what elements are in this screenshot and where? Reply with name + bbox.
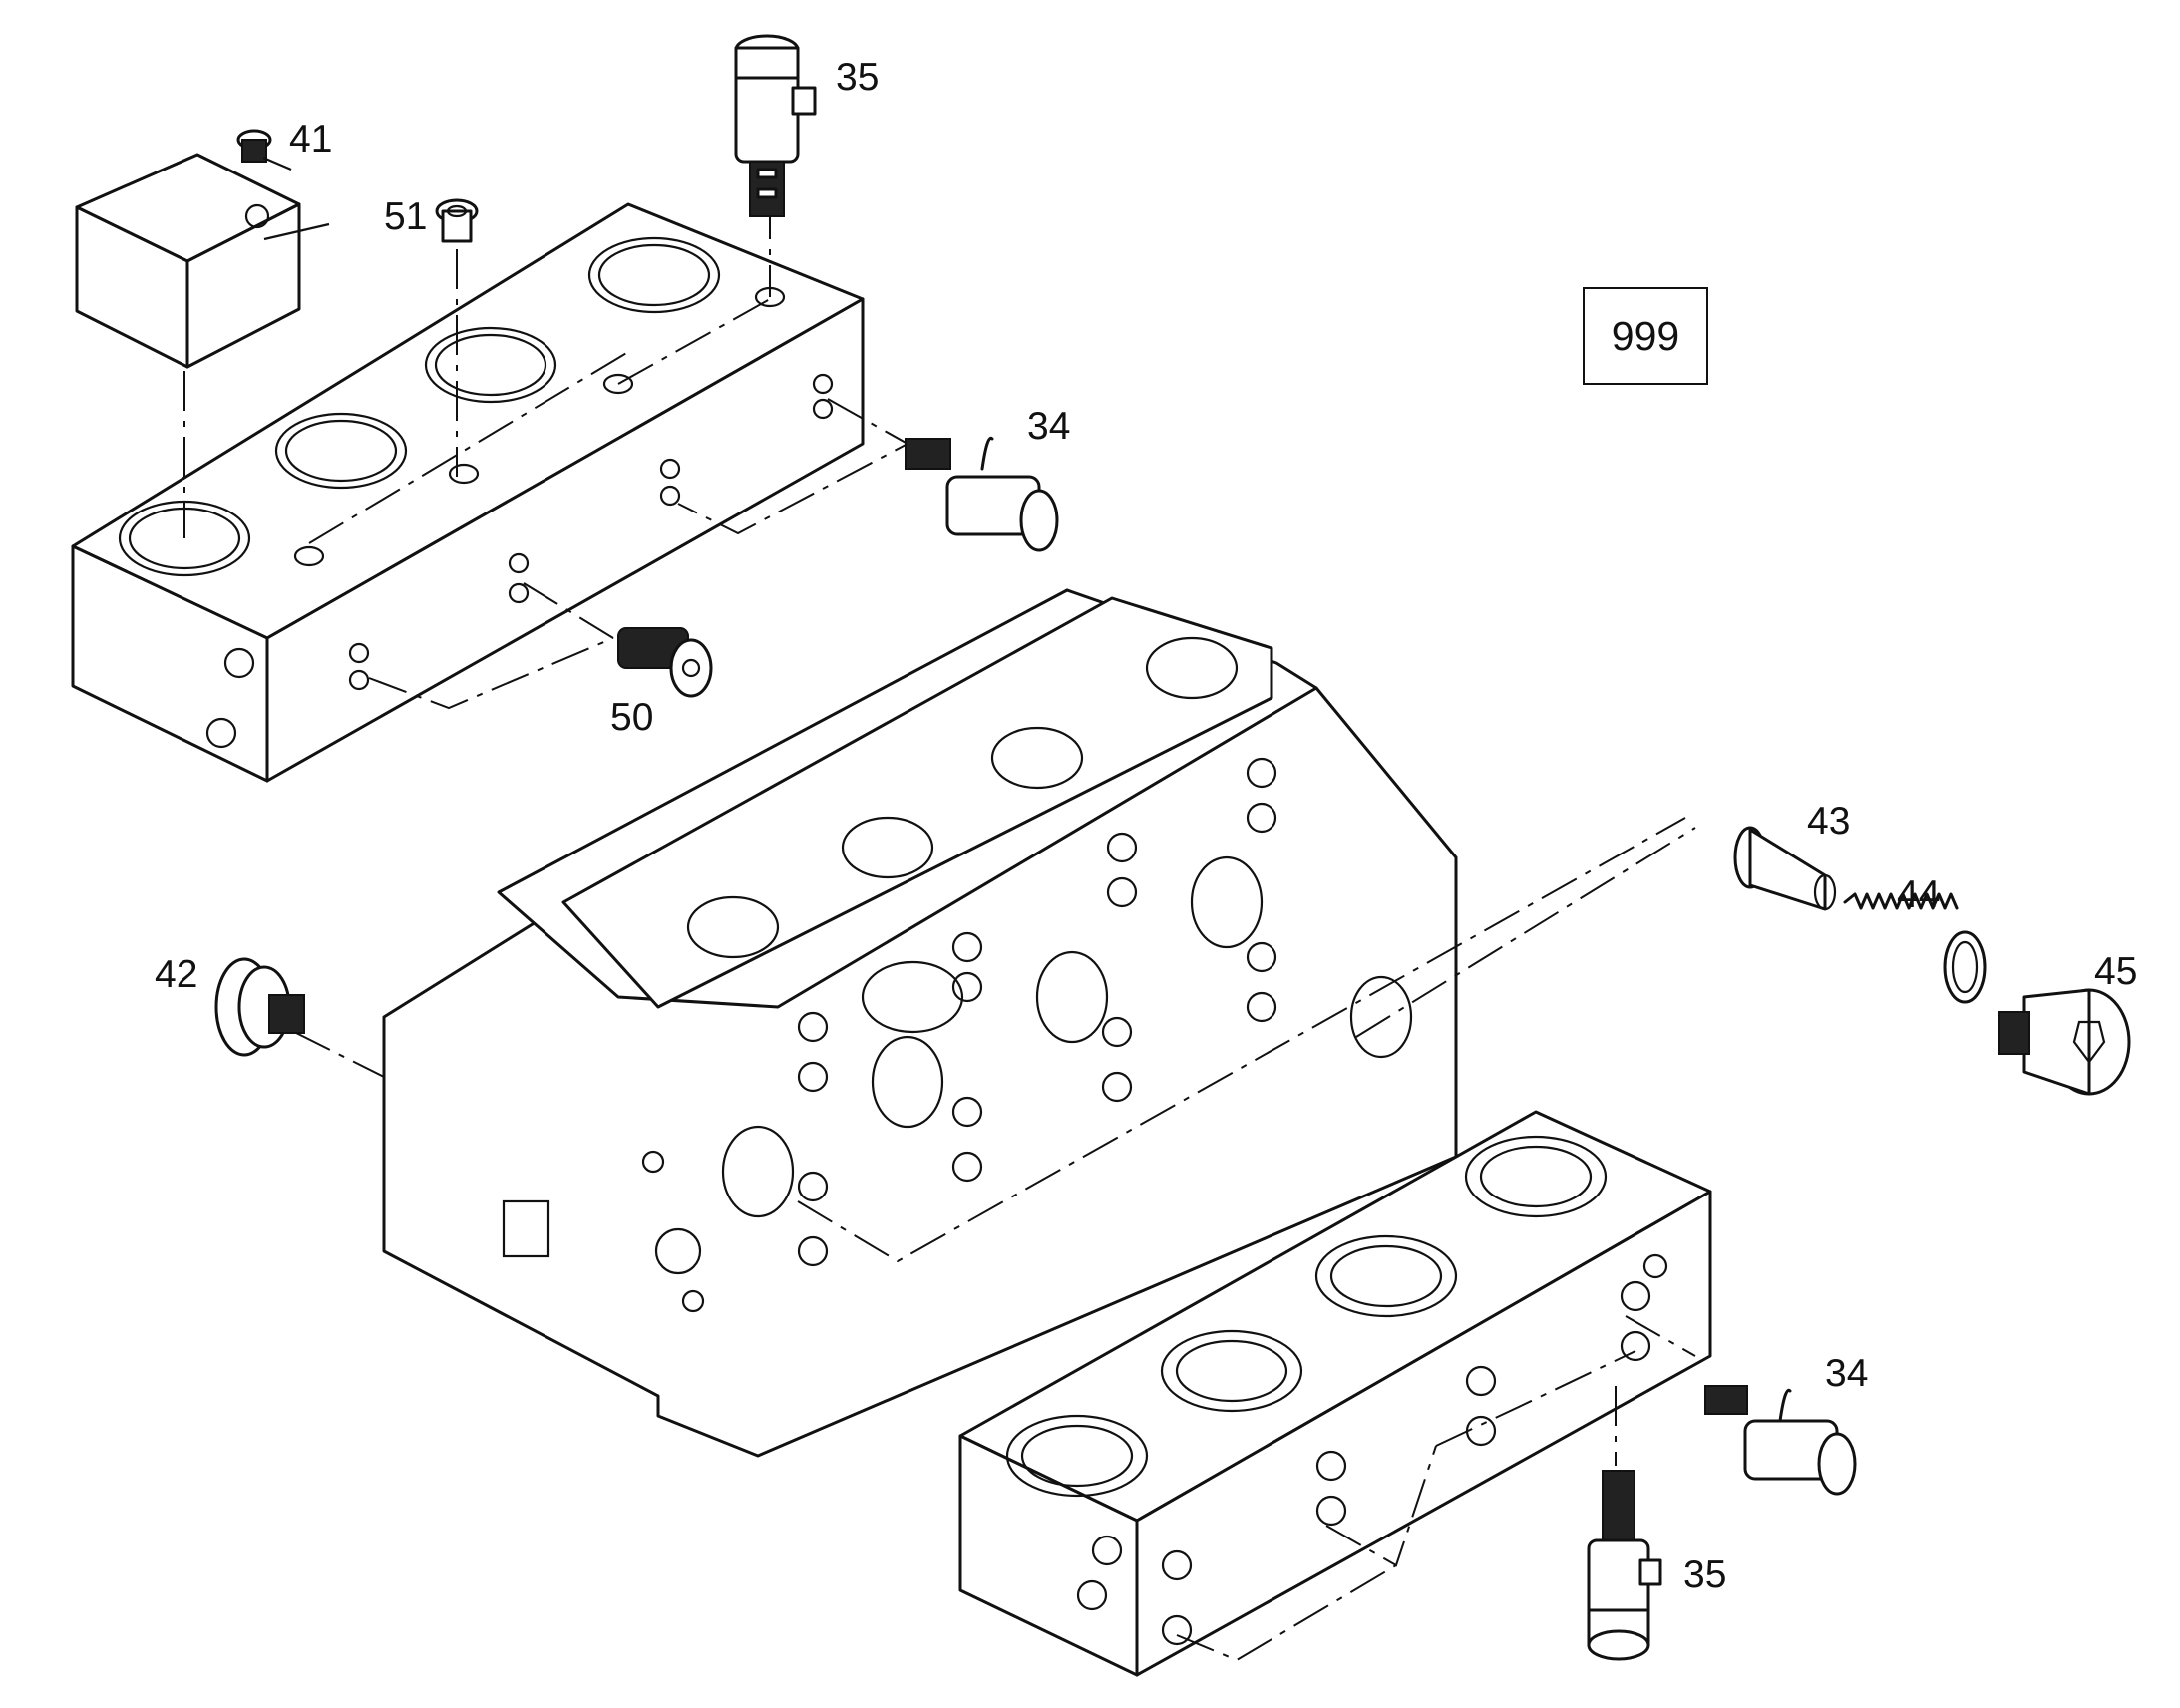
piston-43: [1733, 826, 1837, 911]
cover-block: [75, 153, 301, 369]
solenoid-valve-35-bottom: [1587, 1470, 1662, 1661]
solenoid-valve-34-top: [905, 436, 1059, 552]
spring-44: [1843, 892, 1959, 910]
callout-34-top: 34: [1027, 405, 1071, 448]
plug-45: [1998, 988, 2131, 1096]
callout-35-bottom: 35: [1683, 1553, 1727, 1596]
bottom-valve-plate: [958, 1110, 1712, 1677]
callout-45: 45: [2094, 950, 2138, 993]
cartridge-valve-50: [617, 627, 713, 698]
top-valve-plate: [71, 202, 865, 783]
callout-43: 43: [1807, 800, 1851, 843]
assembly-centerlines: [183, 199, 1696, 1662]
solenoid-valve-34-bottom: [1704, 1385, 1857, 1496]
main-valve-body: [382, 588, 1458, 1458]
solenoid-valve-35-top: [734, 34, 817, 217]
callout-34-bottom: 34: [1825, 1352, 1869, 1395]
callout-42: 42: [155, 953, 198, 996]
plug-42: [214, 957, 305, 1057]
callout-50: 50: [610, 696, 654, 739]
callout-41: 41: [289, 118, 333, 161]
o-ring-45: [1943, 930, 1987, 1004]
callout-leaders: [262, 156, 330, 241]
reference-number-box: 999: [1583, 287, 1708, 385]
plug-51: [435, 198, 479, 243]
callout-35-top: 35: [836, 56, 880, 99]
callout-44: 44: [1897, 873, 1941, 916]
callout-51: 51: [384, 195, 428, 238]
plug-41: [236, 129, 272, 163]
